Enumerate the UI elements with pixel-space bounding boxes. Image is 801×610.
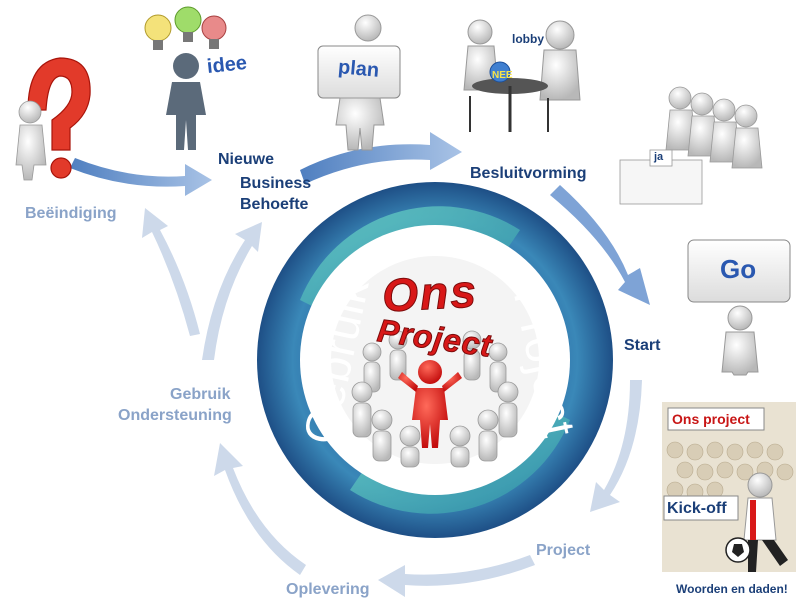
label-behoefte: Behoefte — [240, 196, 309, 213]
label-start: Start — [624, 337, 661, 354]
go-sign — [687, 239, 791, 303]
kick-off-banner — [663, 495, 739, 521]
question-figure — [15, 57, 91, 181]
sign-kick-off: Kick-off — [667, 500, 727, 517]
label-besluitvorming: Besluitvorming — [470, 165, 587, 182]
arrow-to-beeindiging — [142, 208, 200, 336]
sign-nee: NEE — [492, 70, 513, 81]
sign-plan: plan — [337, 56, 381, 82]
arrow-to-project — [590, 380, 642, 512]
flow-arrows-light — [142, 208, 642, 597]
plan-figure — [317, 14, 401, 151]
label-project: Project — [536, 542, 591, 559]
ballot-box — [619, 159, 703, 205]
central-ring — [257, 182, 613, 538]
sign-ons-project: Ons project — [672, 411, 750, 427]
label-business: Business — [240, 175, 312, 192]
red-leader-figure — [398, 360, 462, 448]
sign-lobby: lobby — [512, 32, 544, 46]
sign-go: Go — [720, 254, 757, 284]
circle-of-figures — [351, 330, 519, 468]
label-oplevering: Oplevering — [286, 581, 370, 598]
idea-figure — [144, 6, 227, 150]
kickoff-panel — [662, 402, 796, 572]
lobby-scene — [463, 19, 581, 132]
label-beeindiging: Beëindiging — [25, 205, 117, 222]
arrow-to-besluit — [300, 132, 462, 184]
ons-project-banner — [667, 407, 765, 431]
arrow-to-nieuwe — [70, 158, 212, 196]
caption-woorden: Woorden en daden! — [676, 582, 788, 596]
label-nieuwe: Nieuwe — [218, 151, 275, 168]
arrow-to-start — [550, 185, 650, 305]
sign-idee: idee — [205, 51, 249, 79]
label-ondersteuning: Ondersteuning — [118, 407, 232, 424]
arrow-to-gebruik — [214, 443, 306, 575]
voting-scene — [619, 86, 763, 205]
label-gebruik: Gebruik — [170, 386, 231, 403]
arrow-to-nieuwe-loop — [202, 222, 262, 360]
sign-ja: ja — [654, 151, 664, 163]
arrow-to-oplevering — [378, 555, 535, 597]
question-mark-icon — [27, 57, 91, 151]
go-figure — [687, 239, 791, 376]
flow-arrows-dark — [70, 132, 650, 305]
